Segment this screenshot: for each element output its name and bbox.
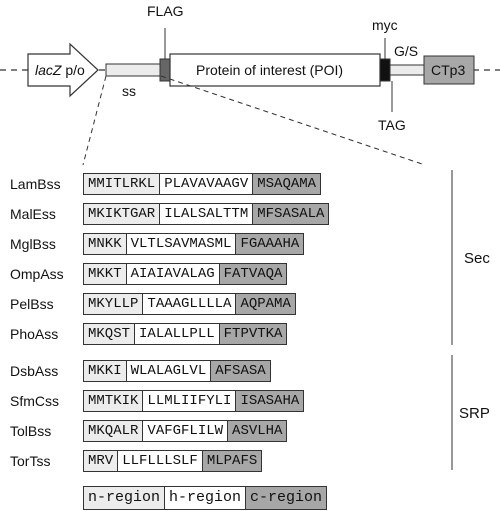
sequence-name: OmpAss [10, 266, 64, 282]
n-region-cell: MNKK [83, 233, 127, 255]
h-region-cell: IALALLPLL [134, 323, 220, 345]
sequence-name: MglBss [10, 236, 56, 252]
sequence-name: LamBss [10, 176, 61, 192]
sequence-row: MMITLRKL PLAVAVAAGV MSAQAMA [83, 173, 322, 195]
h-region-cell: AIAIAVALAG [125, 263, 220, 285]
h-region-cell: VAFGFLILW [142, 420, 229, 442]
sequence-name: TolBss [10, 423, 52, 439]
c-region-legend: c-region [245, 486, 328, 510]
sequence-name: MalEss [10, 206, 56, 222]
c-region-cell: ISASAHA [235, 390, 305, 412]
poi-label: Protein of interest (POI) [196, 62, 344, 78]
c-region-cell: MLPAFS [201, 450, 263, 472]
n-region-cell: MRV [83, 450, 119, 472]
n-region-cell: MKYLLP [83, 293, 144, 315]
gs-linker-box [389, 64, 425, 76]
ctp3-box [423, 55, 475, 85]
region-legend: n-region h-region c-region [83, 486, 328, 510]
n-region-cell: MKQALR [83, 420, 144, 442]
h-region-cell: LLMLIIFYLI [142, 390, 237, 412]
h-region-legend: h-region [164, 486, 247, 510]
c-region-cell: FGAAAHA [235, 233, 305, 255]
h-region-cell: PLAVAVAAGV [159, 173, 254, 195]
construct-diagram [0, 28, 500, 165]
h-region-cell: LLFLLLSLF [117, 450, 203, 472]
poi-box [169, 53, 381, 87]
h-region-cell: WLALAGLVL [125, 360, 212, 382]
sequence-row: MNKK VLTLSAVMASML FGAAAHA [83, 233, 305, 255]
srp-group-label: SRP [459, 405, 490, 422]
promoter-arrow-shape [27, 42, 99, 98]
sec-group-label: Sec [464, 250, 490, 267]
sequence-row: MKKI WLALAGLVL AFSASA [83, 360, 271, 382]
c-region-cell: FATVAQA [218, 263, 288, 285]
c-region-cell: AQPAMA [235, 293, 296, 315]
n-region-cell: MKKT [83, 263, 127, 285]
flag-label: FLAG [147, 3, 184, 19]
ctp3-label: CTp3 [431, 62, 466, 78]
gs-label: G/S [394, 43, 419, 59]
zoom-line-left [82, 75, 107, 165]
sequence-name: PelBss [10, 296, 54, 312]
h-region-cell: TAAAGLLLLA [142, 293, 237, 315]
n-region-legend: n-region [83, 486, 166, 510]
myc-label: myc [372, 17, 398, 33]
h-region-cell: ILALSALTTM [159, 203, 254, 225]
n-region-cell: MKQST [83, 323, 136, 345]
sequence-row: MKYLLP TAAAGLLLLA AQPAMA [83, 293, 296, 315]
promoter-label: lacZ p/o [35, 62, 85, 78]
ss-box [105, 63, 162, 77]
n-region-cell: MMITLRKL [83, 173, 161, 195]
sequence-name: PhoAss [10, 326, 59, 342]
c-region-cell: FTPVTKA [218, 323, 288, 345]
sequence-row: MKIKTGAR ILALSALTTM MFSASALA [83, 203, 330, 225]
myc-box [379, 58, 391, 82]
sequence-row: MKQST IALALLPLL FTPVTKA [83, 323, 288, 345]
c-region-cell: ASVLHA [227, 420, 288, 442]
sequence-row: MMTKIK LLMLIIFYLI ISASAHA [83, 390, 305, 412]
zoom-line-right [160, 75, 426, 165]
c-region-cell: MSAQAMA [252, 173, 322, 195]
n-region-cell: MKIKTGAR [83, 203, 161, 225]
c-region-cell: AFSASA [210, 360, 271, 382]
sequence-row: MKQALR VAFGFLILW ASVLHA [83, 420, 288, 442]
sequence-name: SfmCss [10, 393, 59, 409]
tag-label: TAG [378, 117, 406, 133]
sequence-row: MKKT AIAIAVALAG FATVAQA [83, 263, 288, 285]
n-region-cell: MKKI [83, 360, 127, 382]
n-region-cell: MMTKIK [83, 390, 144, 412]
sequence-name: TorTss [10, 453, 51, 469]
sequence-name: DsbAss [10, 363, 59, 379]
group-brackets [451, 170, 453, 470]
sequence-row: MRV LLFLLLSLF MLPAFS [83, 450, 263, 472]
ss-label: ss [122, 83, 136, 99]
c-region-cell: MFSASALA [252, 203, 330, 225]
h-region-cell: VLTLSAVMASML [125, 233, 237, 255]
